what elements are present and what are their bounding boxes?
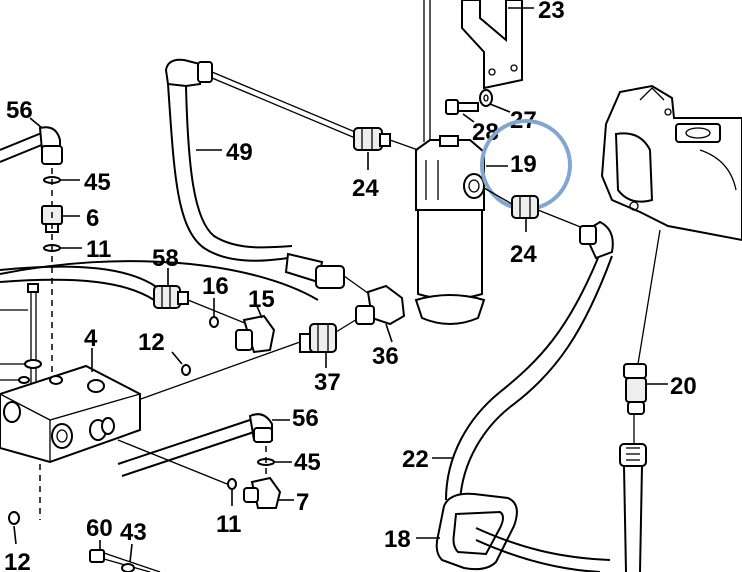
label-16: 16 [202, 273, 229, 300]
hose-49 [164, 58, 373, 297]
elbow-fitting-56-top [0, 126, 63, 165]
label-6: 6 [86, 205, 99, 232]
hose-lower-right [619, 414, 647, 572]
label-11-bottom: 11 [216, 511, 241, 538]
label-20: 20 [670, 373, 697, 400]
label-45-bottom: 45 [294, 449, 321, 476]
label-18: 18 [384, 526, 411, 553]
label-45-top: 45 [84, 169, 111, 196]
label-24-right: 24 [510, 241, 537, 268]
label-24-left: 24 [352, 175, 379, 202]
o-ring-12-bottom [8, 511, 20, 525]
label-49: 49 [226, 139, 253, 166]
bolt-long [27, 283, 39, 390]
hydraulic-pump [600, 84, 742, 242]
hose-22 [445, 220, 614, 503]
label-12-mid: 12 [138, 329, 165, 356]
o-ring-11-bottom [227, 478, 237, 490]
fitting-37 [299, 323, 337, 353]
label-56-bottom: 56 [292, 405, 319, 432]
filter-housing-19 [414, 135, 486, 325]
label-4: 4 [84, 325, 98, 352]
label-7: 7 [296, 489, 309, 516]
elbow-fitting-36 [355, 284, 406, 326]
o-ring-16 [209, 316, 219, 328]
elbow-fitting-7 [243, 476, 282, 509]
o-ring-12 [181, 364, 191, 376]
label-36: 36 [372, 343, 399, 370]
label-12-bottom: 12 [4, 549, 31, 572]
label-37: 37 [314, 369, 341, 396]
washer-43 [121, 563, 135, 572]
coupling-20 [623, 363, 647, 415]
bolt-28 [445, 99, 479, 115]
washer-27 [479, 89, 493, 107]
label-19: 19 [510, 151, 537, 178]
label-22: 22 [402, 446, 429, 473]
bracket-23 [461, 0, 523, 90]
valve-block-4 [0, 364, 141, 464]
label-15: 15 [248, 286, 275, 313]
label-60: 60 [86, 515, 113, 542]
label-23: 23 [538, 0, 565, 24]
fitting-58 [153, 285, 189, 309]
adapter-24-left [353, 127, 391, 151]
label-56-top: 56 [6, 97, 33, 124]
label-58: 58 [152, 245, 179, 272]
label-11-top: 11 [86, 236, 111, 263]
hose-lower-middle [117, 413, 273, 477]
label-43: 43 [120, 519, 147, 546]
clamp-18 [435, 492, 518, 571]
adapter-24-right [511, 195, 539, 219]
